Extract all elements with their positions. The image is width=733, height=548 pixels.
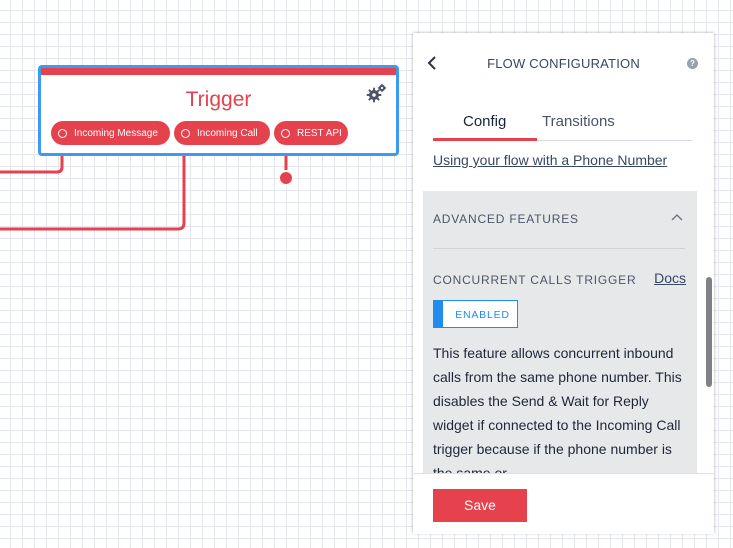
scrollbar-thumb[interactable] xyxy=(706,277,712,387)
phone-number-link[interactable]: Using your flow with a Phone Number xyxy=(433,152,668,168)
pill-label: REST API xyxy=(297,127,342,139)
trigger-header-bar xyxy=(41,68,396,75)
panel-footer: Save xyxy=(413,473,714,534)
pill-rest-api[interactable]: REST API xyxy=(274,121,348,145)
panel-tabs: Config Transitions xyxy=(433,113,693,141)
chevron-up-icon[interactable] xyxy=(671,213,683,221)
trigger-widget[interactable]: Trigger Incoming Message Incoming Call R… xyxy=(38,65,399,156)
connector-ring-icon xyxy=(58,128,67,138)
save-button[interactable]: Save xyxy=(433,489,527,522)
pill-label: Incoming Message xyxy=(74,127,158,139)
concurrent-calls-label: CONCURRENT CALLS TRIGGER xyxy=(433,273,637,287)
advanced-features-section: ADVANCED FEATURES CONCURRENT CALLS TRIGG… xyxy=(423,191,697,473)
tab-config[interactable]: Config xyxy=(463,113,507,130)
active-tab-indicator xyxy=(433,138,537,141)
panel-title: FLOW CONFIGURATION xyxy=(487,56,640,71)
docs-link[interactable]: Docs xyxy=(654,270,686,286)
connector-ring-icon xyxy=(281,128,290,138)
feature-description: This feature allows concurrent inbound c… xyxy=(433,345,682,473)
help-icon[interactable]: ? xyxy=(687,58,698,69)
pill-label: Incoming Call xyxy=(197,127,258,139)
enabled-toggle[interactable]: ENABLED xyxy=(433,300,518,328)
toggle-indicator xyxy=(434,301,443,327)
advanced-features-title[interactable]: ADVANCED FEATURES xyxy=(433,212,579,226)
tab-transitions[interactable]: Transitions xyxy=(542,113,615,130)
back-chevron-icon[interactable] xyxy=(425,55,439,71)
panel-header: FLOW CONFIGURATION ? xyxy=(413,33,714,95)
toggle-label: ENABLED xyxy=(455,309,510,321)
connector-endpoint xyxy=(278,170,294,186)
gear-icon[interactable] xyxy=(365,83,387,105)
trigger-title: Trigger xyxy=(185,88,252,111)
pill-incoming-message[interactable]: Incoming Message xyxy=(51,121,170,145)
connector-ring-icon xyxy=(181,128,190,138)
flow-configuration-panel: FLOW CONFIGURATION ? Config Transitions … xyxy=(413,33,714,534)
section-divider xyxy=(433,248,685,249)
pill-incoming-call[interactable]: Incoming Call xyxy=(174,121,270,145)
